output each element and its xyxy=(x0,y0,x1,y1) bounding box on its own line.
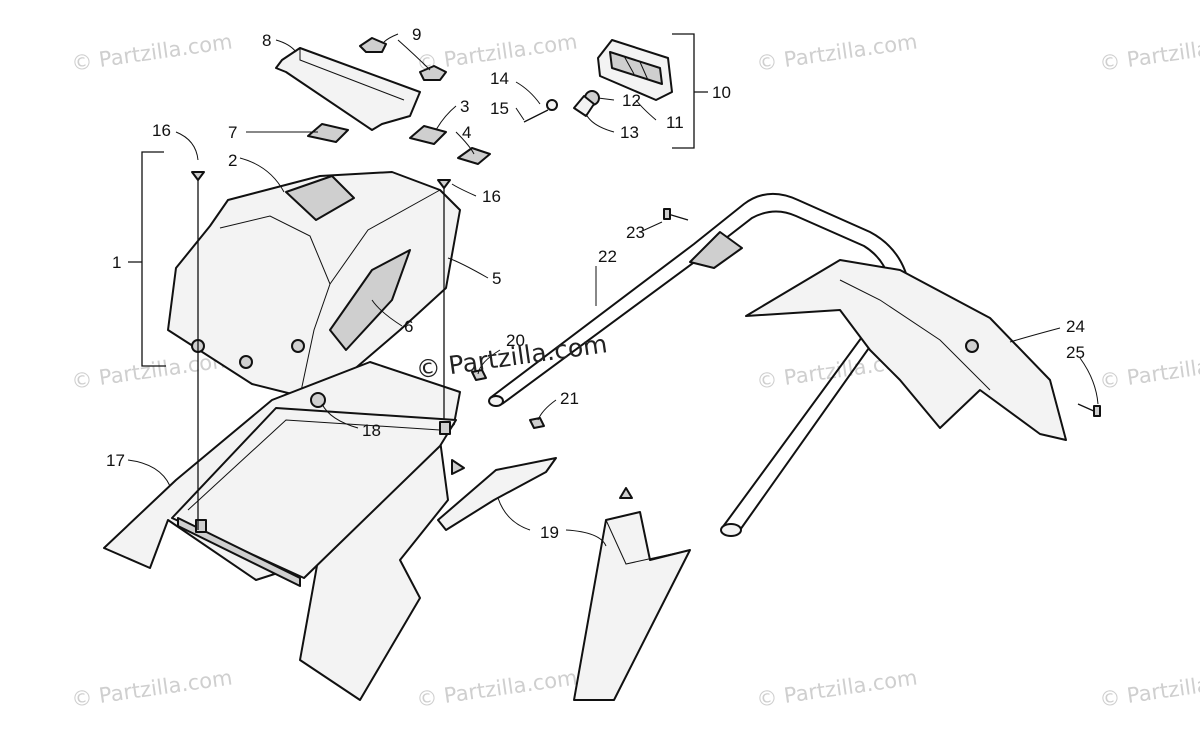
callout-20: 20 xyxy=(506,331,525,350)
callout-25: 25 xyxy=(1066,343,1085,362)
callout-1: 1 xyxy=(112,253,121,272)
fasteners xyxy=(191,171,1101,530)
callout-7: 7 xyxy=(228,123,237,142)
bracket-10 xyxy=(672,33,708,149)
callout-16a: 16 xyxy=(152,121,171,140)
callout-8: 8 xyxy=(262,31,271,50)
part-24-flap xyxy=(745,259,1067,441)
callout-12: 12 xyxy=(622,91,641,110)
callout-16b: 16 xyxy=(482,187,501,206)
part-17-rear-body xyxy=(103,361,461,701)
callout-11: 11 xyxy=(666,113,684,132)
callout-24: 24 xyxy=(1066,317,1085,336)
part-8-cover xyxy=(275,47,421,131)
callout-14: 14 xyxy=(490,69,509,88)
callout-19: 19 xyxy=(540,523,559,542)
callout-21: 21 xyxy=(560,389,579,408)
bracket-1 xyxy=(128,151,166,367)
callout-10: 10 xyxy=(712,83,731,102)
callout-4: 4 xyxy=(462,123,471,142)
callout-5: 5 xyxy=(492,269,501,288)
leader-lines xyxy=(127,33,1099,547)
callout-18: 18 xyxy=(362,421,381,440)
callout-9: 9 xyxy=(412,25,421,44)
part-19-bracket xyxy=(437,457,691,701)
part-9-clips xyxy=(359,37,447,81)
part-decals xyxy=(307,123,491,165)
callout-3: 3 xyxy=(460,97,469,116)
callout-23: 23 xyxy=(626,223,645,242)
callout-22: 22 xyxy=(598,247,617,266)
callout-17: 17 xyxy=(106,451,125,470)
callout-6: 6 xyxy=(404,317,413,336)
part-10-taillight xyxy=(523,39,673,123)
callout-13: 13 xyxy=(620,123,639,142)
callout-2: 2 xyxy=(228,151,237,170)
callout-labels: 1 2 3 4 5 6 7 8 9 10 11 12 13 14 15 16 1… xyxy=(106,25,1085,542)
callout-15: 15 xyxy=(490,99,509,118)
